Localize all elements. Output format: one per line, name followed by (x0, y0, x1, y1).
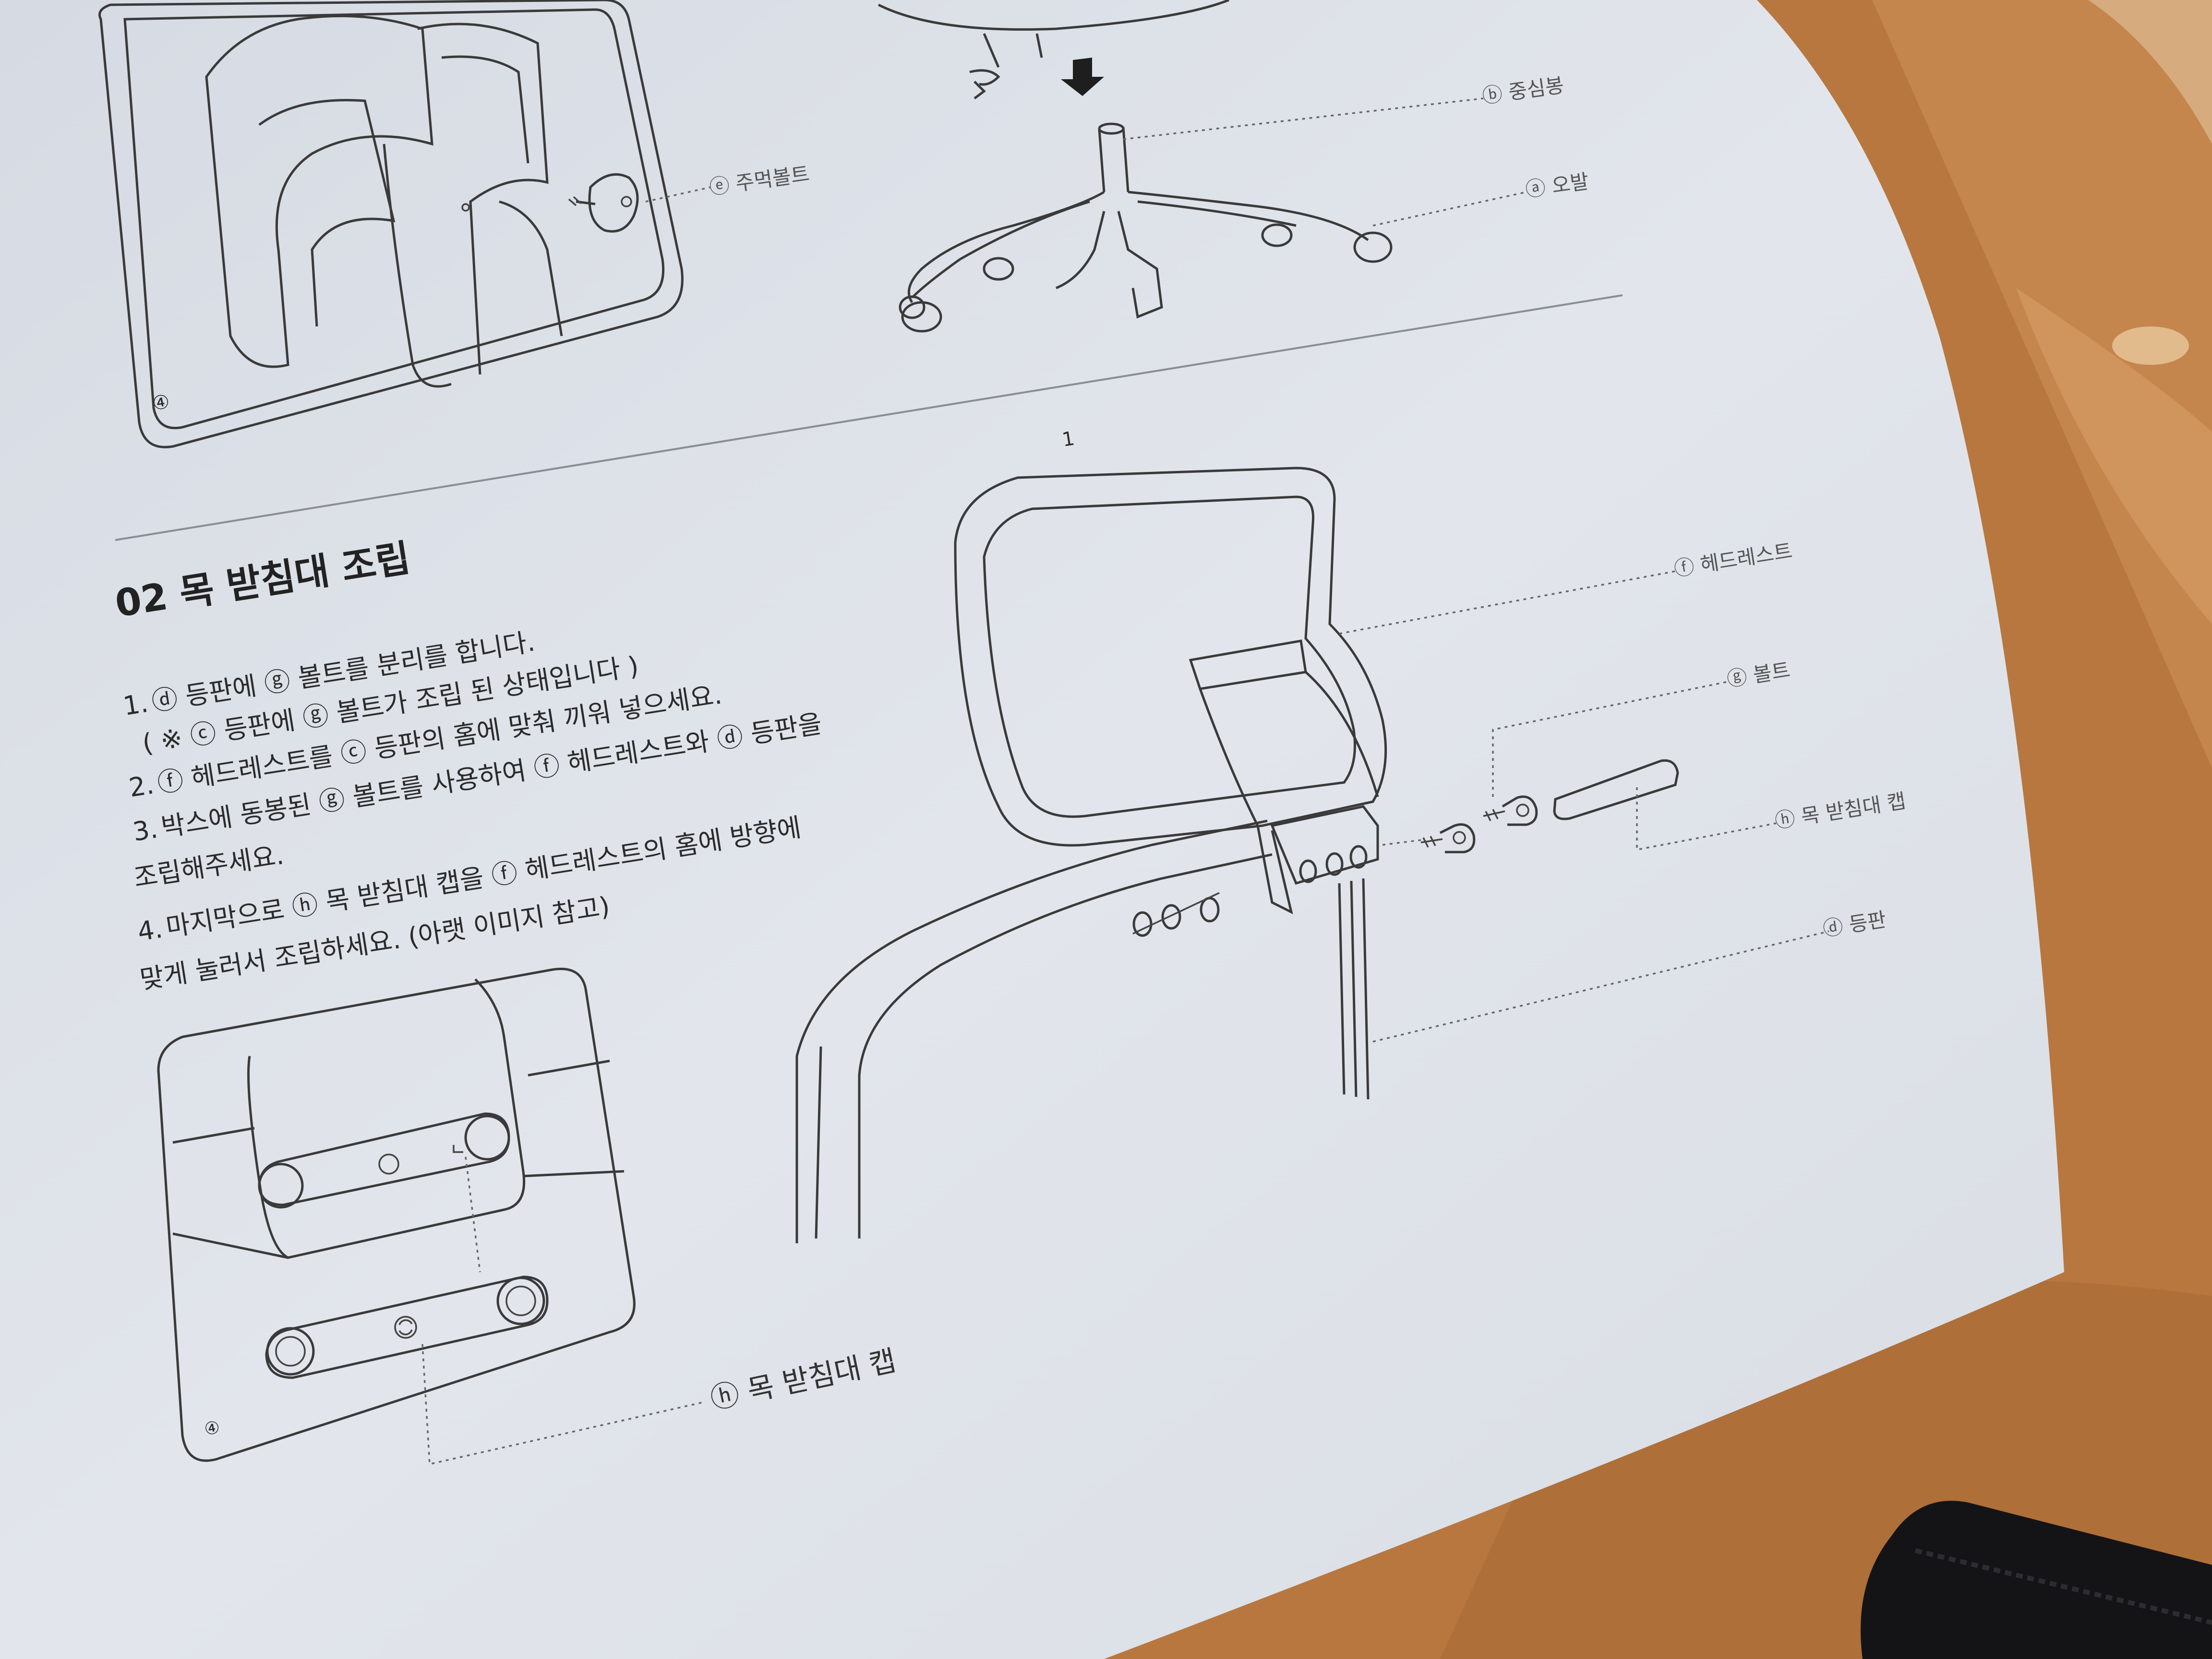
manual-page (0, 0, 2064, 1659)
knob-bolt-drawing (568, 173, 639, 233)
top-right-illustration: ⓑ 중심봉 ⓐ 오발 (878, 0, 1590, 333)
step-4-number: 4. (135, 914, 165, 947)
divider-rule-1 (115, 294, 1623, 541)
top-left-illustration: ⓔ 주먹볼트 ④ (98, 0, 811, 448)
panel-number-top: ④ (151, 390, 171, 415)
panel-number-bottom: ④ (203, 1418, 221, 1440)
strap (1861, 1501, 2212, 1659)
step-3-number: 3. (131, 814, 160, 847)
bolt-drawings (1420, 795, 1538, 854)
step-2-number: 2. (127, 769, 156, 803)
step-1-number: 1. (121, 688, 150, 721)
